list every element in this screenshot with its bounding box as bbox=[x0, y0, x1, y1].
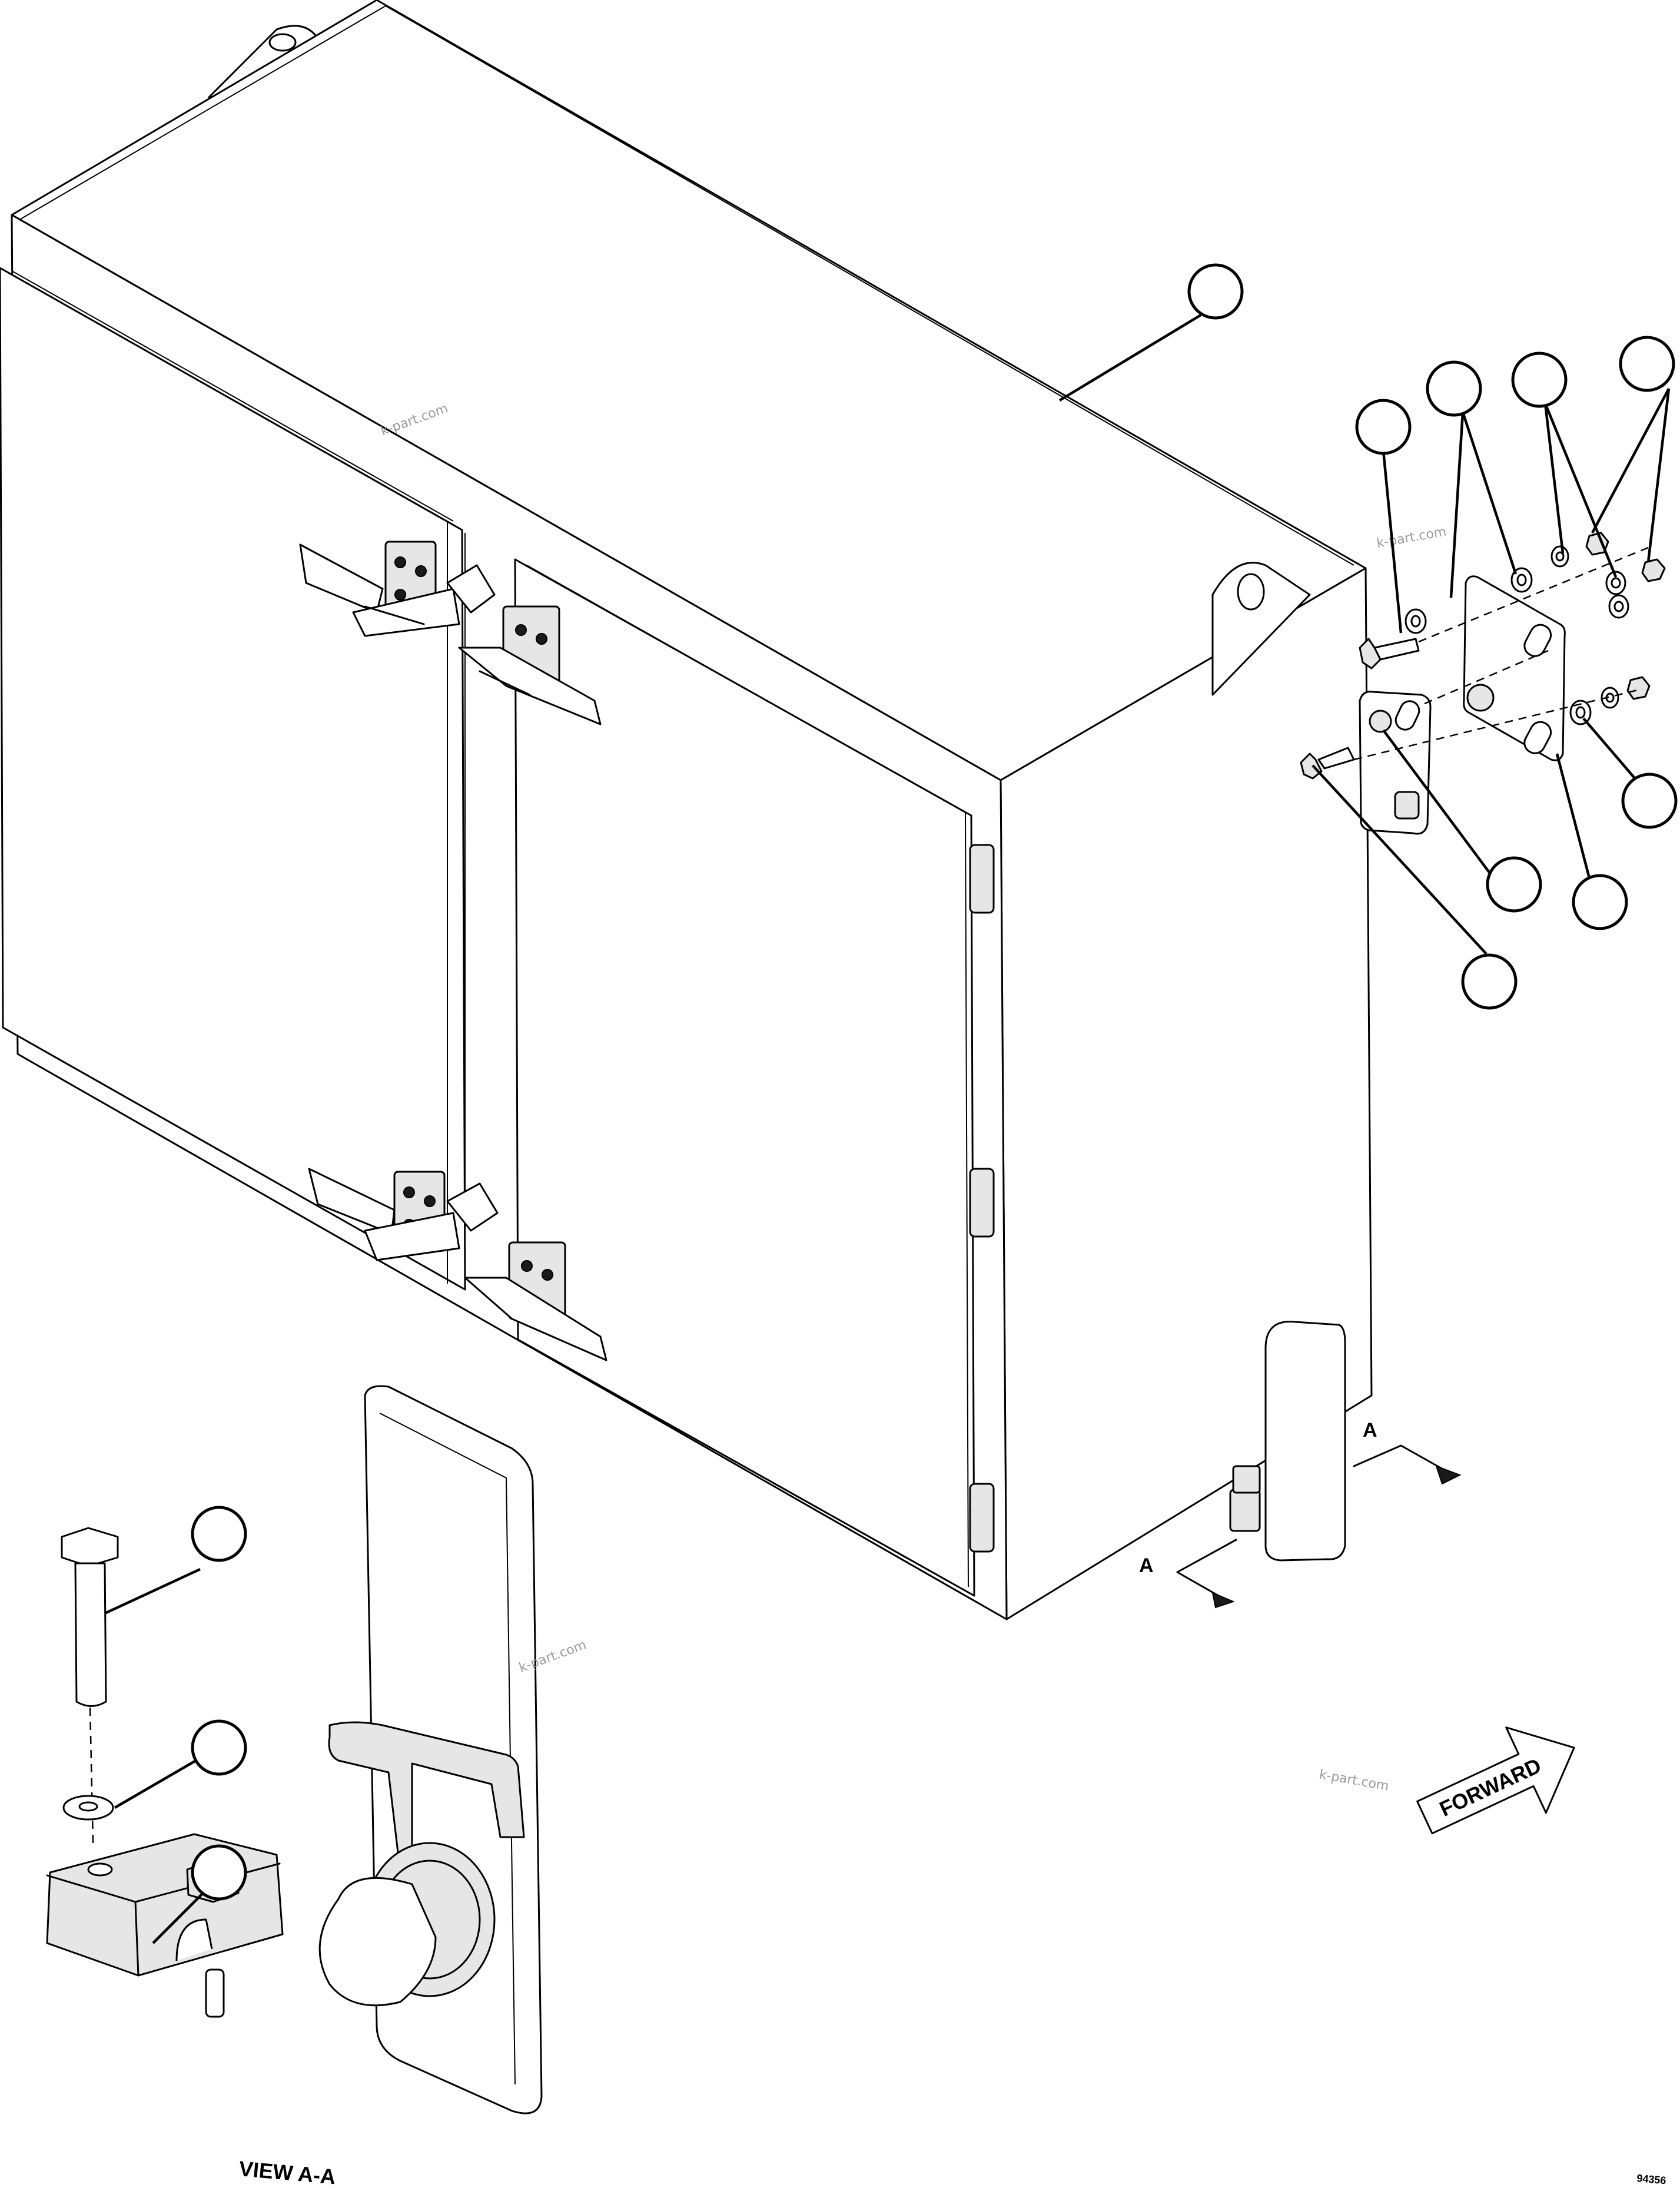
balloon-latch-bolt bbox=[191, 1506, 247, 1562]
balloon-bracket-rear bbox=[1572, 874, 1628, 930]
section-marker-upper: A bbox=[1363, 1419, 1377, 1441]
balloon-washer-right bbox=[1621, 773, 1678, 829]
watermark-2: k-part.com bbox=[1376, 524, 1447, 551]
latch-lower-left bbox=[308, 1168, 460, 1261]
balloon-washer-upper-mid bbox=[1511, 352, 1568, 408]
drawing-number: 94356 bbox=[1636, 2172, 1667, 2186]
balloon-bracket-front bbox=[1486, 856, 1542, 913]
forward-arrow-icon: FORWARD bbox=[1416, 1726, 1575, 1835]
callout-balloons bbox=[191, 263, 1678, 1901]
balloon-nut-upper-right bbox=[1619, 336, 1675, 392]
latch-upper-right bbox=[446, 564, 602, 725]
mounting-hardware bbox=[1300, 532, 1666, 835]
latch-lower-right bbox=[446, 1182, 607, 1361]
view-a-a-detail: VIEW A-A bbox=[46, 1385, 543, 2189]
section-markers: A A bbox=[1139, 1419, 1462, 1609]
balloon-bolt-lower bbox=[1461, 953, 1518, 1010]
balloon-latch-washer bbox=[191, 1719, 247, 1776]
balloon-washer-upper-left bbox=[1426, 360, 1482, 417]
watermark-4: k-part.com bbox=[1318, 1767, 1390, 1794]
section-marker-lower: A bbox=[1139, 1554, 1154, 1577]
balloon-latch-clamp bbox=[191, 1844, 247, 1901]
electrical-enclosure bbox=[0, 0, 1373, 1620]
balloon-bolt-upper bbox=[1355, 399, 1412, 455]
balloon-enclosure bbox=[1187, 263, 1244, 320]
latch-upper-left bbox=[299, 541, 460, 637]
view-caption: VIEW A-A bbox=[238, 2156, 337, 2189]
